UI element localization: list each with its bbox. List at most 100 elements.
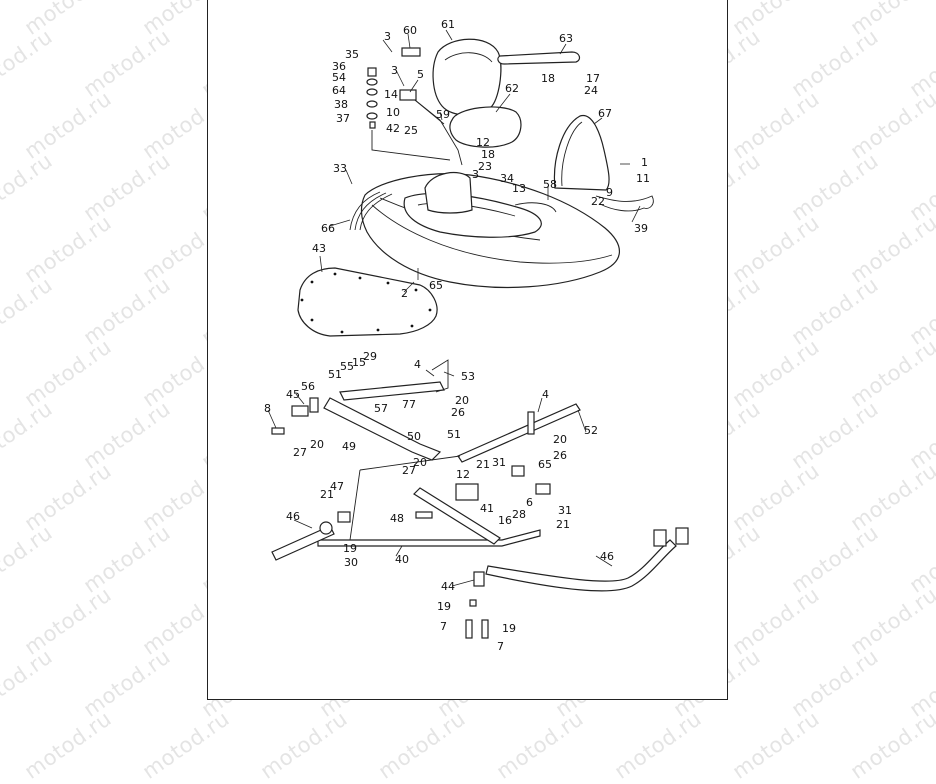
watermark-text: motod.ru xyxy=(491,706,588,784)
callout-22: 22 xyxy=(591,195,605,208)
callout-52: 52 xyxy=(584,424,598,437)
callout-62: 62 xyxy=(505,82,519,95)
callout-5: 5 xyxy=(417,68,424,81)
callout-65b: 65 xyxy=(538,458,552,471)
callout-33: 33 xyxy=(333,162,347,175)
callout-43: 43 xyxy=(312,242,326,255)
callout-labels: 3 60 61 63 35 36 3 5 54 18 17 64 14 62 2… xyxy=(264,18,650,653)
callout-11: 11 xyxy=(636,172,650,185)
callout-55: 55 xyxy=(340,360,354,373)
watermark-text: motod.ru xyxy=(609,706,706,784)
callout-44: 44 xyxy=(441,580,455,593)
bracket-56 xyxy=(309,397,319,413)
callout-42: 42 xyxy=(386,122,400,135)
callout-39: 39 xyxy=(634,222,648,235)
callout-31a: 31 xyxy=(492,456,506,469)
callout-58: 58 xyxy=(543,178,557,191)
callout-9: 9 xyxy=(606,186,613,199)
callout-47: 47 xyxy=(330,480,344,493)
callout-24: 24 xyxy=(584,84,598,97)
grab-rail xyxy=(497,51,581,65)
callout-34: 34 xyxy=(500,172,514,185)
callout-26b: 26 xyxy=(553,449,567,462)
callout-19c: 19 xyxy=(502,622,516,635)
clamp-45 xyxy=(291,405,309,417)
callout-28: 28 xyxy=(512,508,526,521)
callout-54: 54 xyxy=(332,71,346,84)
bracket-14 xyxy=(399,89,417,101)
watermark-text: motod.ru xyxy=(19,706,116,784)
callout-60: 60 xyxy=(403,24,417,37)
callout-21a: 21 xyxy=(476,458,490,471)
callout-20b: 20 xyxy=(310,438,324,451)
callout-30: 30 xyxy=(344,556,358,569)
callout-3a: 3 xyxy=(384,30,391,43)
callout-7b: 7 xyxy=(497,640,504,653)
windshield xyxy=(553,114,610,191)
callout-20c: 20 xyxy=(553,433,567,446)
parts-diagram: 3 60 61 63 35 36 3 5 54 18 17 64 14 62 2… xyxy=(264,18,689,653)
callout-45: 45 xyxy=(286,388,300,401)
callout-29: 29 xyxy=(363,350,377,363)
hardware-stack xyxy=(366,67,378,129)
callout-1: 1 xyxy=(641,156,648,169)
floor-mat xyxy=(297,267,438,337)
callout-16: 16 xyxy=(498,514,512,527)
callout-56: 56 xyxy=(301,380,315,393)
callout-10: 10 xyxy=(386,106,400,119)
callout-61: 61 xyxy=(441,18,455,31)
callout-19b: 19 xyxy=(437,600,451,613)
callout-8: 8 xyxy=(264,402,271,415)
frame-assembly xyxy=(271,359,581,561)
callout-21c: 21 xyxy=(556,518,570,531)
callout-4b: 4 xyxy=(542,388,549,401)
watermark-text: motod.ru xyxy=(137,706,234,784)
callout-40: 40 xyxy=(395,553,409,566)
callout-48: 48 xyxy=(390,512,404,525)
callout-15: 15 xyxy=(352,356,366,369)
callout-46a: 46 xyxy=(286,510,300,523)
callout-66: 66 xyxy=(321,222,335,235)
callout-38: 38 xyxy=(334,98,348,111)
callout-23: 23 xyxy=(478,160,492,173)
callout-6: 6 xyxy=(526,496,533,509)
bolt-8 xyxy=(271,427,285,435)
callout-18a: 18 xyxy=(541,72,555,85)
callout-51a: 51 xyxy=(328,368,342,381)
callout-20a: 20 xyxy=(455,394,469,407)
support-tube xyxy=(485,527,689,592)
callout-49: 49 xyxy=(342,440,356,453)
leader-lines xyxy=(267,29,641,587)
callout-17: 17 xyxy=(586,72,600,85)
callout-46b: 46 xyxy=(600,550,614,563)
callout-21b: 21 xyxy=(320,488,334,501)
callout-7a: 7 xyxy=(440,620,447,633)
callout-12b: 12 xyxy=(456,468,470,481)
callout-3c: 3 xyxy=(472,168,479,181)
callout-25: 25 xyxy=(404,124,418,137)
callout-37: 37 xyxy=(336,112,350,125)
callout-26a: 26 xyxy=(451,406,465,419)
callout-19a: 19 xyxy=(343,542,357,555)
bolt-stack xyxy=(465,571,489,639)
callout-41: 41 xyxy=(480,502,494,515)
callout-14: 14 xyxy=(384,88,398,101)
callout-20d: 20 xyxy=(413,456,427,469)
seat-cushion xyxy=(449,106,522,148)
sidecar-body xyxy=(349,171,620,289)
callout-12a: 12 xyxy=(476,136,490,149)
watermark-text: motod.ru xyxy=(727,706,824,784)
callout-51b: 51 xyxy=(447,428,461,441)
callout-2: 2 xyxy=(401,287,408,300)
callout-50: 50 xyxy=(407,430,421,443)
watermark-text: motod.ru xyxy=(845,706,936,784)
callout-57: 57 xyxy=(374,402,388,415)
callout-18b: 18 xyxy=(481,148,495,161)
callout-53: 53 xyxy=(461,370,475,383)
callout-3b: 3 xyxy=(391,64,398,77)
callout-27b: 27 xyxy=(402,464,416,477)
callout-13: 13 xyxy=(512,182,526,195)
bolt-4 xyxy=(527,411,535,435)
watermark-text: motod.ru xyxy=(255,706,352,784)
callout-67: 67 xyxy=(598,107,612,120)
